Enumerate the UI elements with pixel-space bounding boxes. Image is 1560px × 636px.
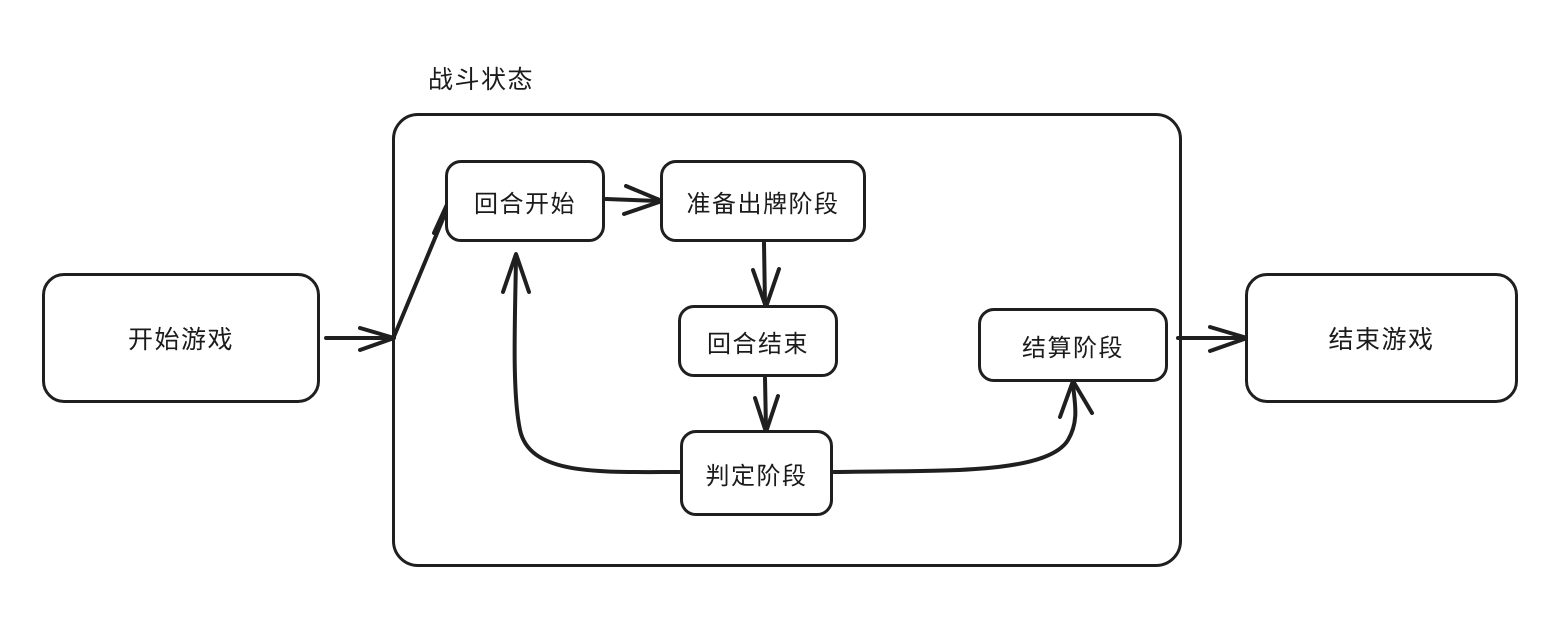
node-turn-end[interactable]: 回合结束 xyxy=(678,305,838,377)
node-end-game[interactable]: 结束游戏 xyxy=(1245,273,1518,403)
node-start-game[interactable]: 开始游戏 xyxy=(42,273,320,403)
node-label: 结束游戏 xyxy=(1328,325,1435,354)
edge-start-to-battle-state xyxy=(324,326,396,352)
node-play-preparation-phase[interactable]: 准备出牌阶段 xyxy=(660,160,866,242)
node-label: 判定阶段 xyxy=(705,461,808,490)
node-judgement-phase[interactable]: 判定阶段 xyxy=(680,430,833,516)
node-label: 准备出牌阶段 xyxy=(686,189,840,218)
edge-settle-to-end xyxy=(1176,325,1249,353)
node-turn-start[interactable]: 回合开始 xyxy=(445,160,605,242)
node-label: 回合开始 xyxy=(474,189,576,218)
node-settlement-phase[interactable]: 结算阶段 xyxy=(978,308,1168,382)
node-label: 回合结束 xyxy=(707,329,809,358)
node-label: 结算阶段 xyxy=(1022,333,1124,362)
group-battle-state-title: 战斗状态 xyxy=(428,65,535,94)
node-label: 开始游戏 xyxy=(127,325,234,354)
